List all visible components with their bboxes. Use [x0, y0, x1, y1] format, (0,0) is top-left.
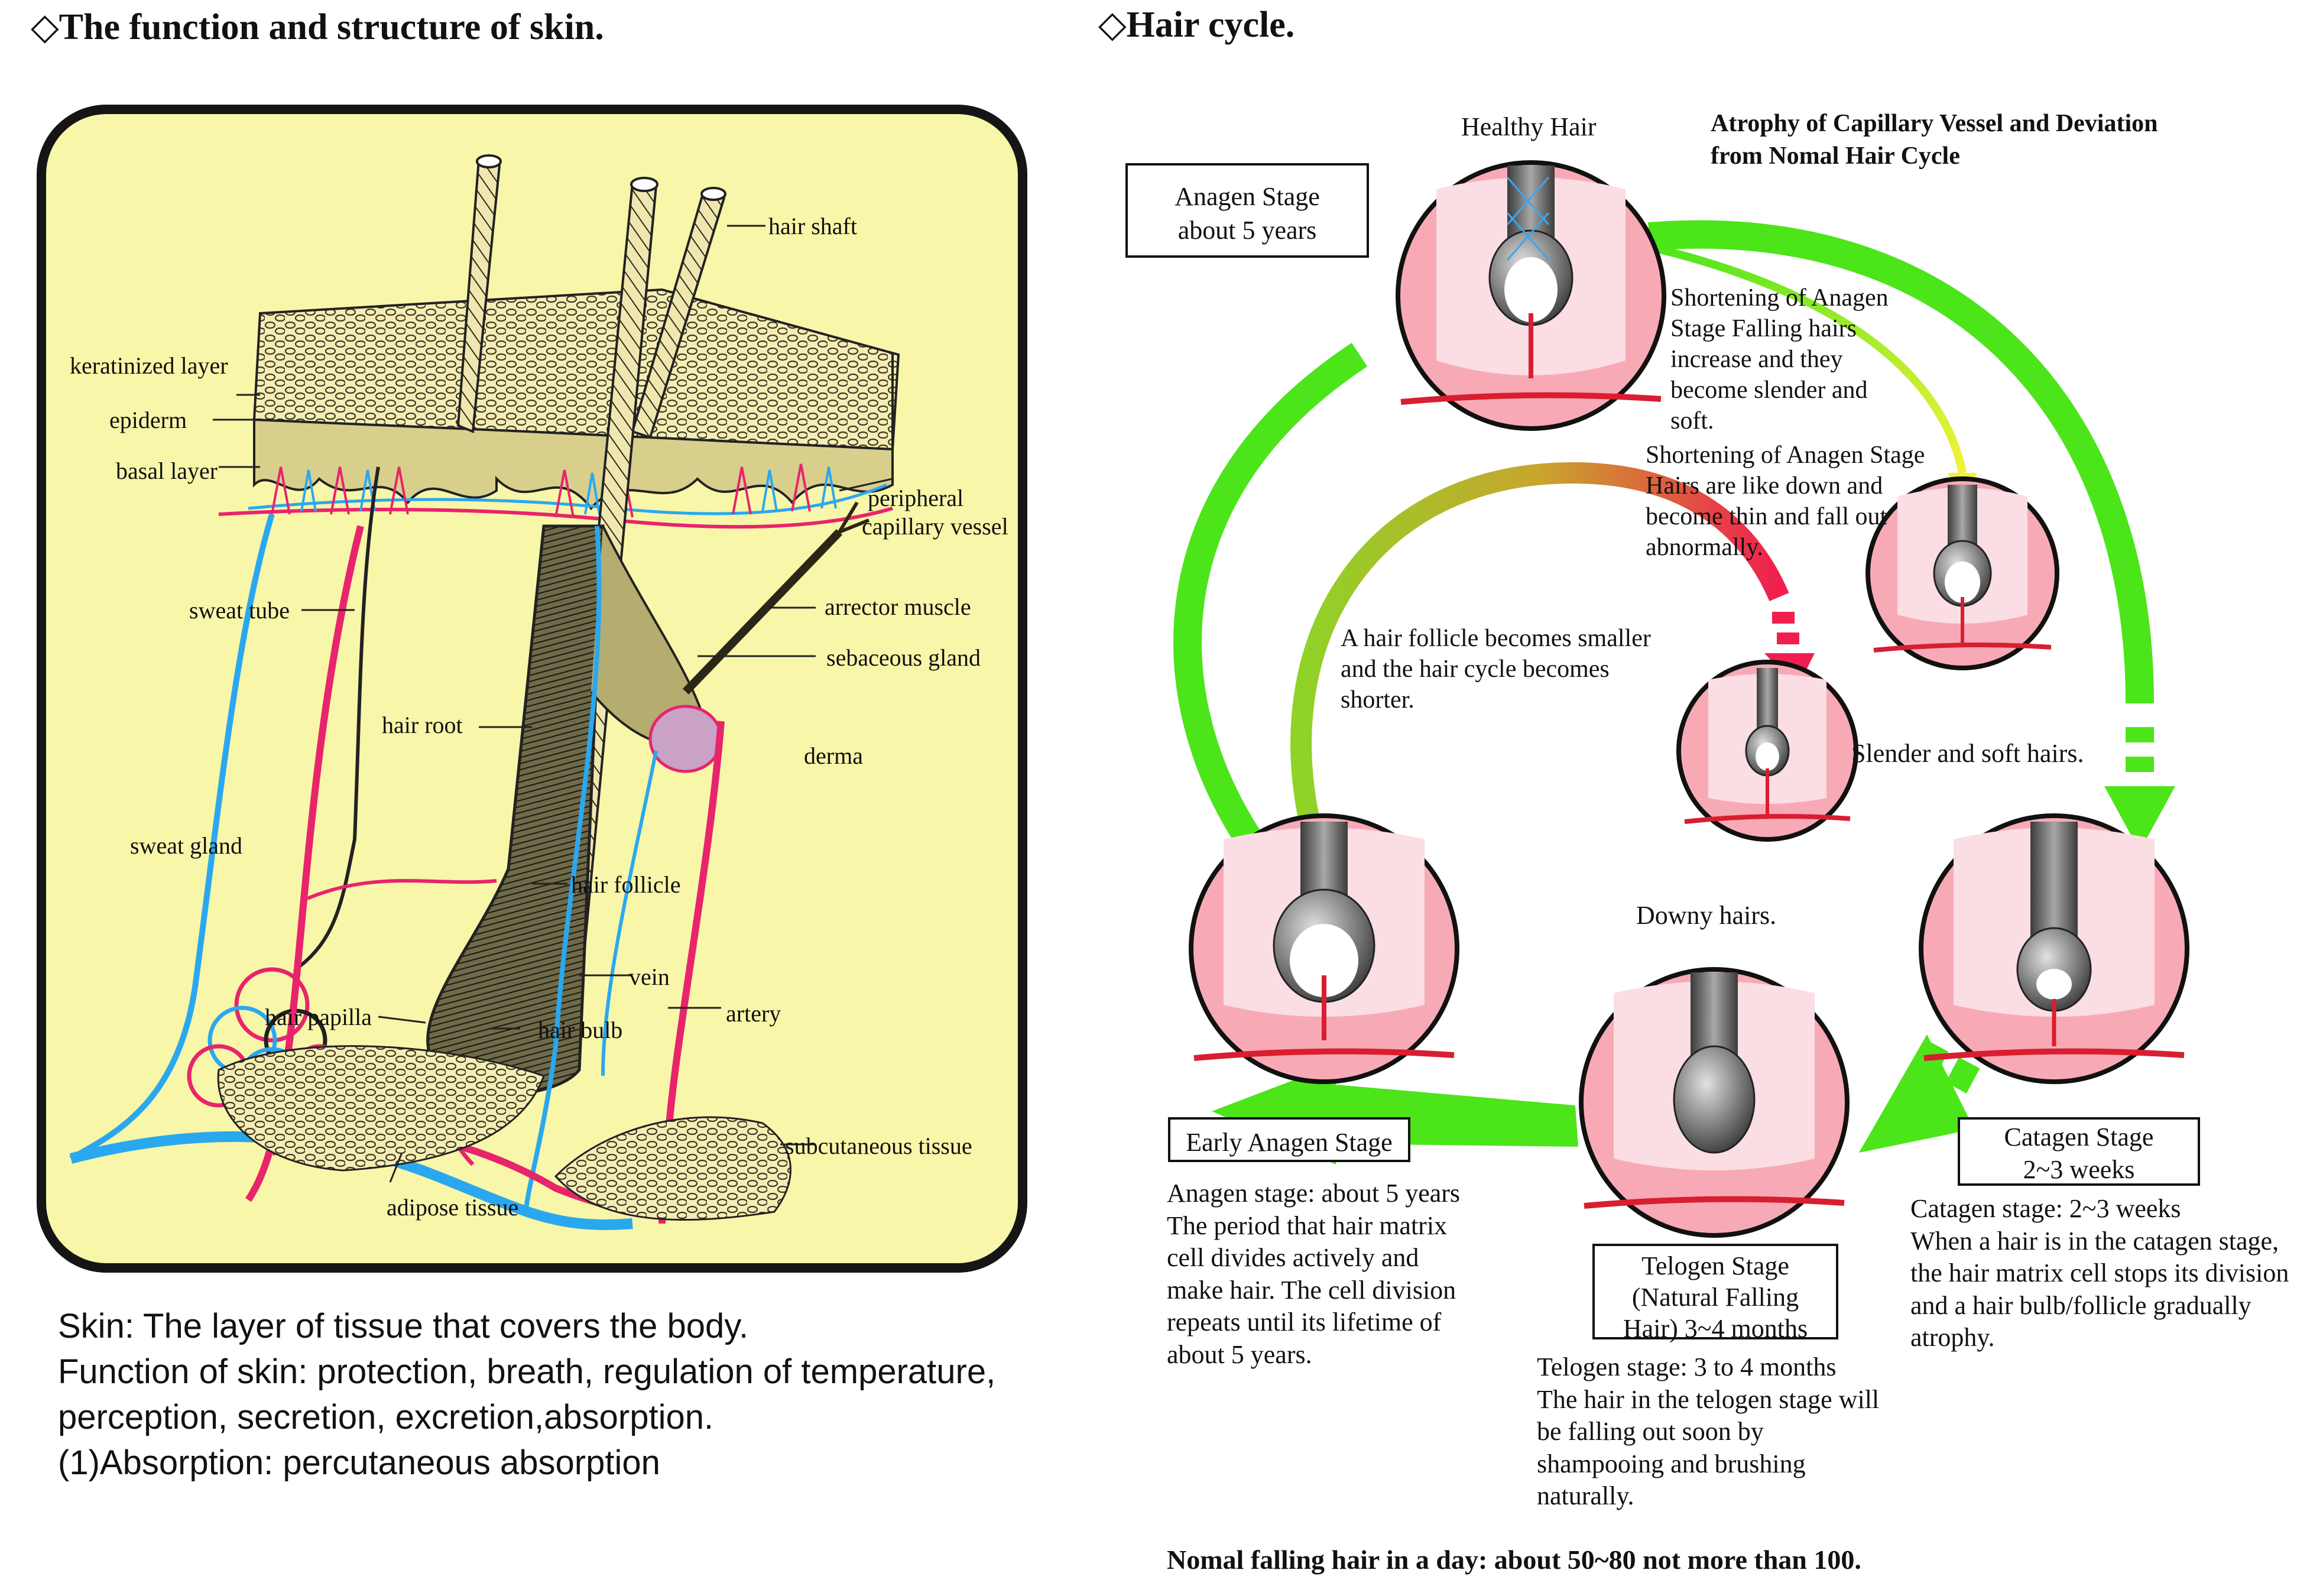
early-anagen-desc-6: about 5 years.	[1167, 1339, 1312, 1369]
label-artery: artery	[726, 1000, 781, 1027]
normal-falling-note: Nomal falling hair in a day: about 50~80…	[1167, 1545, 1861, 1575]
shortening-b-3: become thin and fall out	[1646, 503, 1887, 531]
skin-diagram	[37, 105, 1027, 1273]
telogen-desc-3: be falling out soon by	[1537, 1417, 1764, 1446]
label-vein: vein	[629, 964, 670, 990]
early-anagen-desc-2: The period that hair matrix	[1167, 1211, 1448, 1240]
catagen-desc-3: the hair matrix cell stops its division	[1910, 1258, 2289, 1288]
label-hair-follicle: hair follicle	[571, 871, 681, 898]
catagen-desc-2: When a hair is in the catagen stage,	[1910, 1226, 2279, 1256]
label-derma: derma	[804, 742, 863, 769]
catagen-desc-5: atrophy.	[1910, 1323, 1995, 1352]
telogen-desc-4: shampooing and brushing	[1537, 1449, 1806, 1478]
catagen-desc: Catagen stage: 2~3 weeks When a hair is …	[1910, 1193, 2306, 1354]
telogen-box-line-2: (Natural Falling	[1631, 1282, 1799, 1312]
skin-section-title: ◇The function and structure of skin.	[31, 7, 604, 47]
downy-caption: Downy hairs.	[1636, 901, 1777, 930]
label-hair-bulb: hair bulb	[538, 1017, 623, 1043]
slender-caption: Slender and soft hairs.	[1851, 739, 2084, 768]
shortening-a-3: increase and they	[1670, 346, 1843, 374]
label-peripheral: peripheral	[868, 485, 964, 511]
healthy-hair-circle	[1396, 160, 1666, 431]
catagen-box-line-1: Catagen Stage	[2004, 1123, 2154, 1151]
skin-line-3: perception, secretion, excretion,absorpt…	[58, 1398, 714, 1437]
anagen-stage-box: Anagen Stage about 5 years	[1125, 163, 1369, 258]
early-anagen-desc-1: Anagen stage: about 5 years	[1167, 1179, 1461, 1208]
follicle-smaller-1: A hair follicle becomes smaller	[1341, 625, 1651, 652]
skin-line-4: (1)Absorption: percutaneous absorption	[58, 1443, 660, 1483]
telogen-desc: Telogen stage: 3 to 4 months The hair in…	[1537, 1351, 1962, 1513]
telogen-box-line-1: Telogen Stage	[1641, 1251, 1789, 1280]
shortening-a-1: Shortening of Anagen	[1670, 284, 1889, 312]
label-keratinized-layer: keratinized layer	[70, 352, 228, 379]
catagen-circle	[1919, 813, 2189, 1084]
label-sweat-gland: sweat gland	[130, 832, 242, 859]
healthy-hair-label: Healthy Hair	[1461, 112, 1597, 141]
anagen-box-line-2: about 5 years	[1177, 216, 1317, 245]
atrophy-line-1: Atrophy of Capillary Vessel and Deviatio…	[1711, 110, 2158, 137]
shortening-b-1: Shortening of Anagen Stage	[1646, 442, 1925, 469]
telogen-desc-2: The hair in the telogen stage will	[1537, 1384, 1880, 1414]
skin-description: Skin: The layer of tissue that covers th…	[58, 1303, 995, 1486]
telogen-desc-1: Telogen stage: 3 to 4 months	[1537, 1352, 1837, 1381]
early-anagen-desc-4: make hair. The cell division	[1167, 1275, 1456, 1305]
hair-cycle-diagram	[1173, 160, 2189, 1238]
label-hair-papilla: hair papilla	[265, 1004, 372, 1030]
follicle-smaller-note: A hair follicle becomes smaller and the …	[1341, 623, 1754, 715]
shortening-a-4: become slender and	[1670, 377, 1868, 404]
anagen-box-line-1: Anagen Stage	[1175, 182, 1320, 211]
follicle-smaller-3: shorter.	[1341, 686, 1414, 714]
downy-hair-circle	[1676, 660, 1858, 842]
atrophy-heading: Atrophy of Capillary Vessel and Deviatio…	[1711, 108, 2157, 172]
slender-hair-circle	[1865, 476, 2059, 670]
telogen-stage-box: Telogen Stage (Natural Falling Hair) 3~4…	[1592, 1244, 1838, 1343]
label-subcutaneous-tissue: subcutaneous tissue	[785, 1133, 972, 1159]
shortening-b-2: Hairs are like down and	[1646, 472, 1883, 500]
early-anagen-desc: Anagen stage: about 5 years The period t…	[1167, 1177, 1545, 1371]
skin-line-1: Skin: The layer of tissue that covers th…	[58, 1307, 749, 1345]
telogen-circle	[1579, 967, 1850, 1238]
label-hair-root: hair root	[382, 712, 463, 738]
shortening-note-b: Shortening of Anagen Stage Hairs are lik…	[1646, 440, 1977, 563]
shortening-note-a: Shortening of Anagen Stage Falling hairs…	[1670, 283, 1978, 436]
catagen-box-line-2: 2~3 weeks	[2023, 1155, 2135, 1184]
label-capillary-vessel: capillary vessel	[862, 513, 1008, 540]
catagen-desc-4: and a hair bulb/follicle gradually	[1910, 1290, 2251, 1320]
catagen-desc-1: Catagen stage: 2~3 weeks	[1910, 1194, 2181, 1223]
label-sebaceous-gland: sebaceous gland	[826, 644, 981, 671]
shortening-a-2: Stage Falling hairs	[1670, 315, 1857, 343]
label-adipose-tissue: adipose tissue	[387, 1194, 519, 1221]
telogen-desc-5: naturally.	[1537, 1481, 1634, 1511]
early-anagen-circle	[1189, 813, 1459, 1084]
hair-cycle-title: ◇Hair cycle.	[1098, 5, 1295, 45]
label-epiderm: epiderm	[109, 407, 187, 433]
label-basal-layer: basal layer	[116, 458, 218, 484]
early-anagen-desc-3: cell divides actively and	[1167, 1243, 1419, 1273]
atrophy-line-2: from Nomal Hair Cycle	[1711, 142, 1960, 170]
skin-line-2: Function of skin: protection, breath, re…	[58, 1352, 996, 1391]
shortening-a-5: soft.	[1670, 407, 1714, 435]
catagen-stage-box: Catagen Stage 2~3 weeks	[1958, 1117, 2200, 1186]
label-arrector-muscle: arrector muscle	[825, 593, 971, 620]
label-sweat-tube: sweat tube	[189, 597, 290, 624]
label-hair-shaft: hair shaft	[768, 213, 857, 239]
early-anagen-box: Early Anagen Stage	[1168, 1117, 1410, 1162]
shortening-b-4: abnormally.	[1646, 534, 1764, 562]
follicle-smaller-2: and the hair cycle becomes	[1341, 656, 1610, 683]
early-anagen-desc-5: repeats until its lifetime of	[1167, 1308, 1442, 1337]
telogen-box-line-3: Hair) 3~4 months	[1623, 1313, 1808, 1343]
